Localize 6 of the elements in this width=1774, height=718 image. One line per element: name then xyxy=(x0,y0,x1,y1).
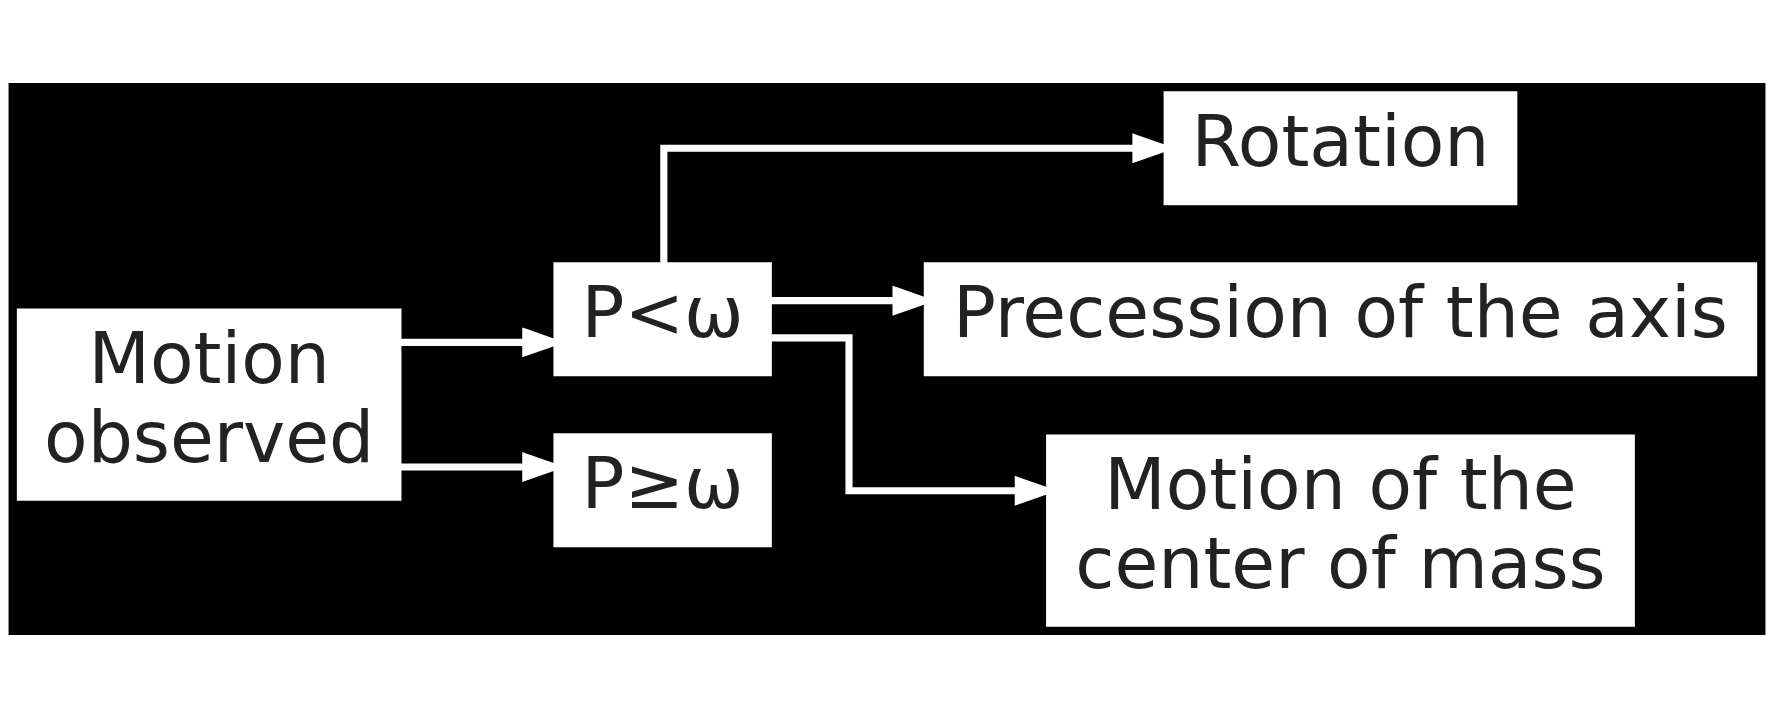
node-box: Motion of the center of mass xyxy=(1046,434,1635,627)
node-box: P<ω xyxy=(553,262,772,377)
node-box: Motion observed xyxy=(16,308,402,501)
node-box: Precession of the axis xyxy=(923,262,1758,377)
node-box: Rotation xyxy=(1163,91,1518,206)
node-box: P≥ω xyxy=(553,433,772,548)
